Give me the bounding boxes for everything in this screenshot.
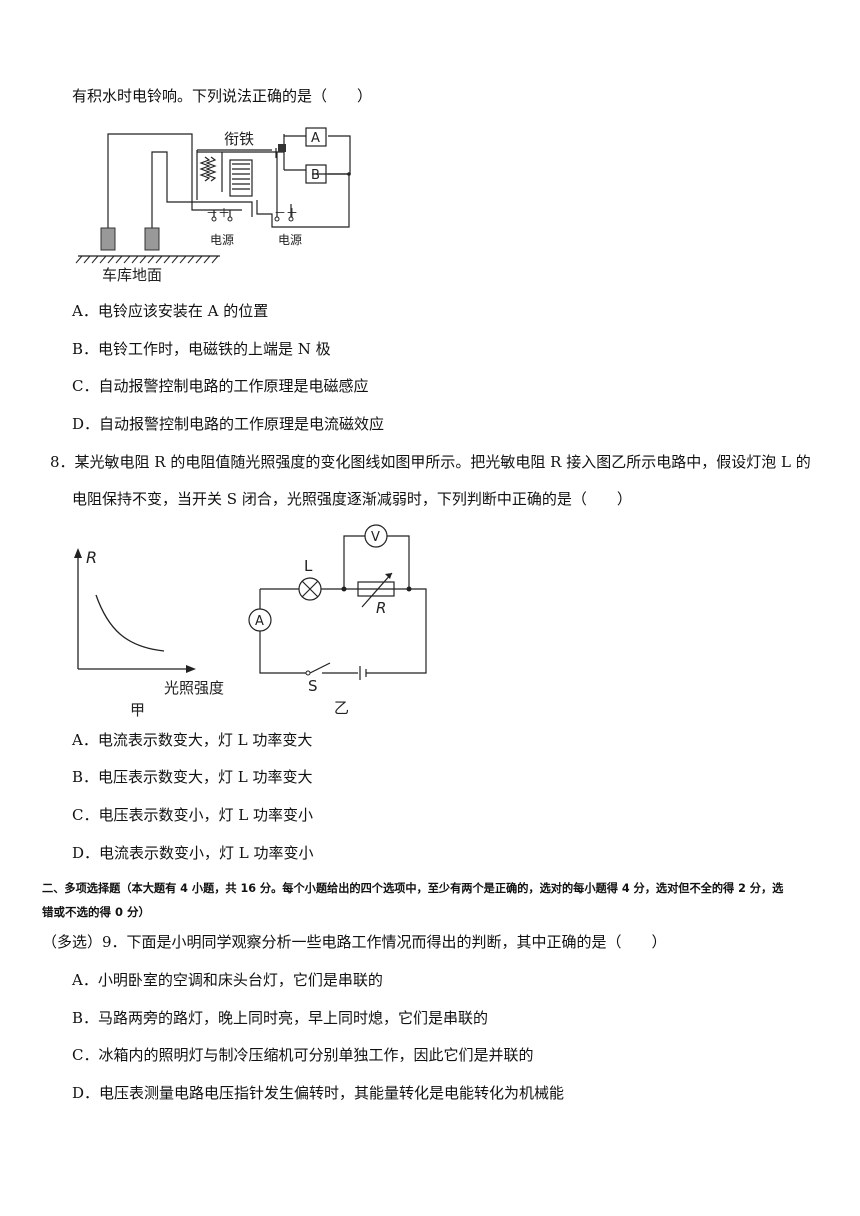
ammeter-label: A (255, 614, 264, 629)
q8-option-c: C．电压表示数变小，灯 L 功率变小 (72, 806, 313, 824)
q7-option-c: C．自动报警控制电路的工作原理是电磁感应 (72, 377, 369, 395)
q7-option-b: B．电铃工作时，电磁铁的上端是 N 极 (72, 340, 331, 358)
q7-option-a: A．电铃应该安装在 A 的位置 (72, 302, 269, 320)
graph-caption: 甲 (130, 701, 145, 719)
floor-label: 车库地面 (102, 266, 162, 284)
label-b: B (311, 168, 320, 183)
voltmeter-label: V (371, 530, 380, 545)
q9-option-b: B．马路两旁的路灯，晚上同时亮，早上同时熄，它们是串联的 (72, 1009, 489, 1027)
power1-polarity: －＋ (206, 206, 230, 220)
switch-label: S (308, 677, 318, 695)
circuit-caption: 乙 (334, 699, 349, 717)
q8-option-a: A．电流表示数变大，灯 L 功率变大 (72, 731, 313, 749)
power2-polarity: －＋ (274, 206, 298, 220)
q7-option-d: D．自动报警控制电路的工作原理是电流磁效应 (72, 415, 385, 433)
q9-option-a: A．小明卧室的空调和床头台灯，它们是串联的 (72, 971, 383, 989)
q8-stem-line2: 电阻保持不变，当开关 S 闭合，光照强度逐渐减弱时，下列判断中正确的是（ ） (72, 490, 632, 508)
q9-option-d: D．电压表测量电路电压指针发生偏转时，其能量转化是电能转化为机械能 (72, 1084, 565, 1102)
q8-circuit-yi: L V A R S 乙 (248, 524, 427, 717)
q8-option-b: B．电压表示数变大，灯 L 功率变大 (72, 768, 313, 786)
label-a: A (311, 131, 320, 146)
q8-stem-line1: 8．某光敏电阻 R 的电阻值随光照强度的变化图线如图甲所示。把光敏电阻 R 接入… (50, 453, 811, 471)
section2-heading-line2: 错或不选的得 0 分） (42, 905, 151, 919)
power1-label: 电源 (210, 233, 234, 247)
resistor-label: R (376, 599, 386, 617)
q9-option-c: C．冰箱内的照明灯与制冷压缩机可分别单独工作，因此它们是并联的 (72, 1046, 534, 1064)
q8-graph-jia: R 光照强度 甲 (74, 548, 224, 719)
q7-alarm-circuit-figure: 衔铁 A B －＋ 电源 －＋ 电源 车库地面 (75, 127, 351, 284)
q9-stem: （多选）9．下面是小明同学观察分析一些电路工作情况而得出的判断，其中正确的是（ … (42, 933, 667, 951)
armature-label: 衔铁 (224, 130, 254, 148)
lamp-label: L (304, 557, 313, 575)
graph-x-label: 光照强度 (164, 679, 224, 697)
q7-stem-tail: 有积水时电铃响。下列说法正确的是（ ） (72, 87, 373, 105)
power2-label: 电源 (278, 233, 302, 247)
section2-heading-line1: 二、多项选择题（本大题有 4 小题，共 16 分。每个小题给出的四个选项中，至少… (42, 882, 784, 895)
graph-y-label: R (86, 548, 97, 567)
q8-option-d: D．电流表示数变小，灯 L 功率变小 (72, 844, 314, 862)
